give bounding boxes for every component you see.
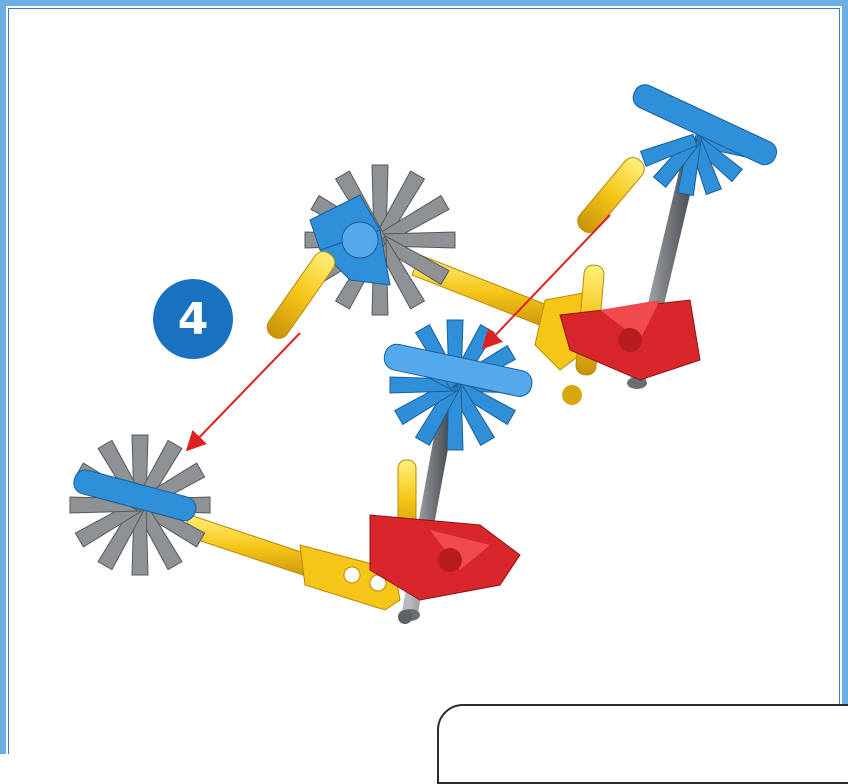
step-number: 4 <box>178 294 209 345</box>
step-number-badge: 4 <box>153 279 233 359</box>
gray-connector-top-left <box>305 165 455 315</box>
rod-tip <box>398 610 412 624</box>
blue-connector-top-right <box>630 81 781 195</box>
gray-connector-bottom-left <box>70 435 210 575</box>
yellow-peg-top-right <box>574 153 649 236</box>
assembly-illustration <box>0 0 848 754</box>
yellow-peg-top-left <box>263 248 338 343</box>
next-step-panel <box>437 704 848 784</box>
blue-connector-center <box>382 320 534 450</box>
